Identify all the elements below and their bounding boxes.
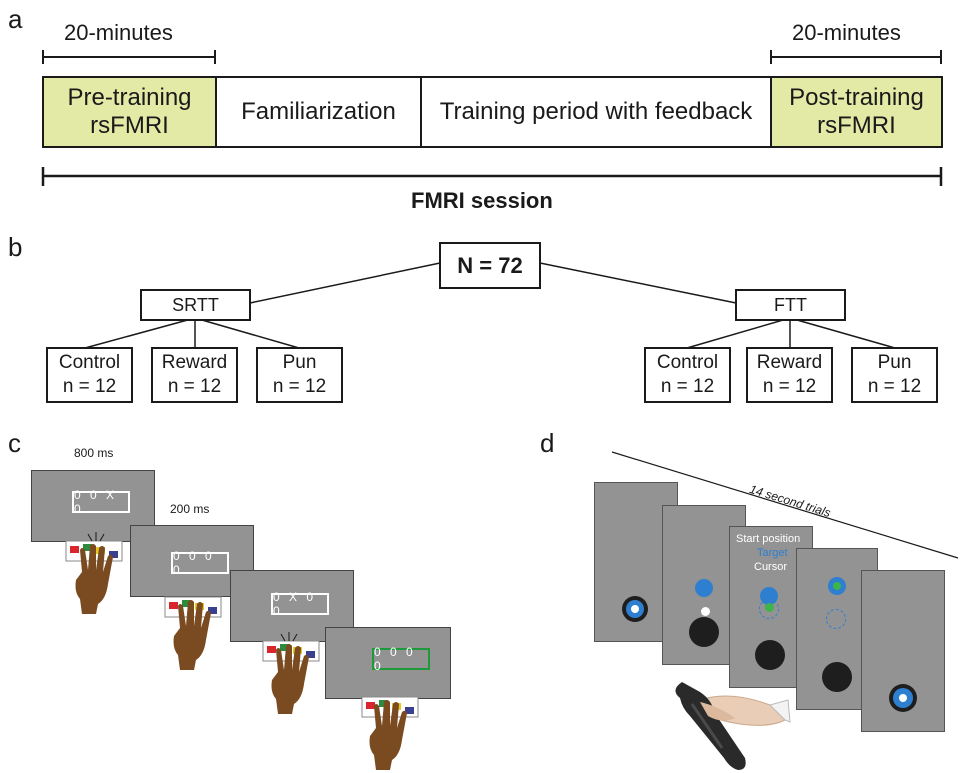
ftt-control-box: Control n = 12 [644, 347, 731, 403]
ftt-reward-box: Reward n = 12 [746, 347, 833, 403]
condition-n: n = 12 [167, 376, 222, 397]
cursor-dot [631, 605, 639, 613]
srtt-control-box: Control n = 12 [46, 347, 133, 403]
time-label-200: 200 ms [170, 502, 210, 516]
condition-name: Reward [756, 352, 823, 374]
start-position-marker [822, 662, 852, 692]
condition-name: Reward [161, 352, 228, 374]
familiarization-box: Familiarization [215, 76, 422, 148]
cursor-dot [701, 607, 710, 616]
start-position-marker [755, 640, 785, 670]
tracking-screen-5 [861, 570, 945, 732]
duration-left-label: 20-minutes [64, 20, 173, 45]
stimulus-display: 0 0 X 0 [72, 488, 130, 516]
legend-target: Target [757, 547, 788, 559]
condition-n: n = 12 [867, 376, 922, 397]
training-period-box: Training period with feedback [420, 76, 772, 148]
condition-name: Control [58, 352, 121, 374]
srtt-screen-4: 0 0 0 0 [325, 627, 451, 699]
ftt-pun-box: Pun n = 12 [851, 347, 938, 403]
condition-n: n = 12 [272, 376, 327, 397]
post-training-box: Post-training rsFMRI [770, 76, 943, 148]
duration-right-label: 20-minutes [792, 20, 901, 45]
pre-training-box: Pre-training rsFMRI [42, 76, 217, 148]
cursor-dot [899, 694, 907, 702]
target-marker [695, 579, 713, 597]
panel-b-letter: b [8, 232, 23, 262]
session-label: FMRI session [411, 188, 553, 213]
stimulus-display-feedback: 0 0 0 0 [372, 645, 430, 673]
srtt-pun-box: Pun n = 12 [256, 347, 343, 403]
condition-name: Control [656, 352, 719, 374]
condition-n: n = 12 [762, 376, 817, 397]
group-srtt-box: SRTT [140, 289, 251, 321]
panel-a-lines [41, 50, 943, 186]
condition-n: n = 12 [62, 376, 117, 397]
start-position-marker [689, 617, 719, 647]
stimulus-display: 0 0 0 0 [171, 549, 229, 577]
srtt-reward-box: Reward n = 12 [151, 347, 238, 403]
condition-n: n = 12 [660, 376, 715, 397]
panel-c-letter: c [8, 428, 21, 458]
condition-name: Pun [282, 352, 317, 374]
group-ftt-box: FTT [735, 289, 846, 321]
total-n-box: N = 72 [439, 242, 541, 289]
legend-cursor: Cursor [754, 561, 788, 573]
stimulus-display: 0 X 0 0 [271, 590, 329, 618]
panel-d-letter: d [540, 428, 555, 458]
condition-name: Pun [877, 352, 912, 374]
panel-b-tree-lines [84, 262, 896, 349]
panel-a-letter: a [8, 4, 23, 34]
legend-start-position: Start position [736, 533, 801, 545]
cursor-outline [826, 609, 846, 629]
time-label-800: 800 ms [74, 446, 114, 460]
cursor-outline [759, 599, 779, 619]
cursor-dot [833, 582, 841, 590]
